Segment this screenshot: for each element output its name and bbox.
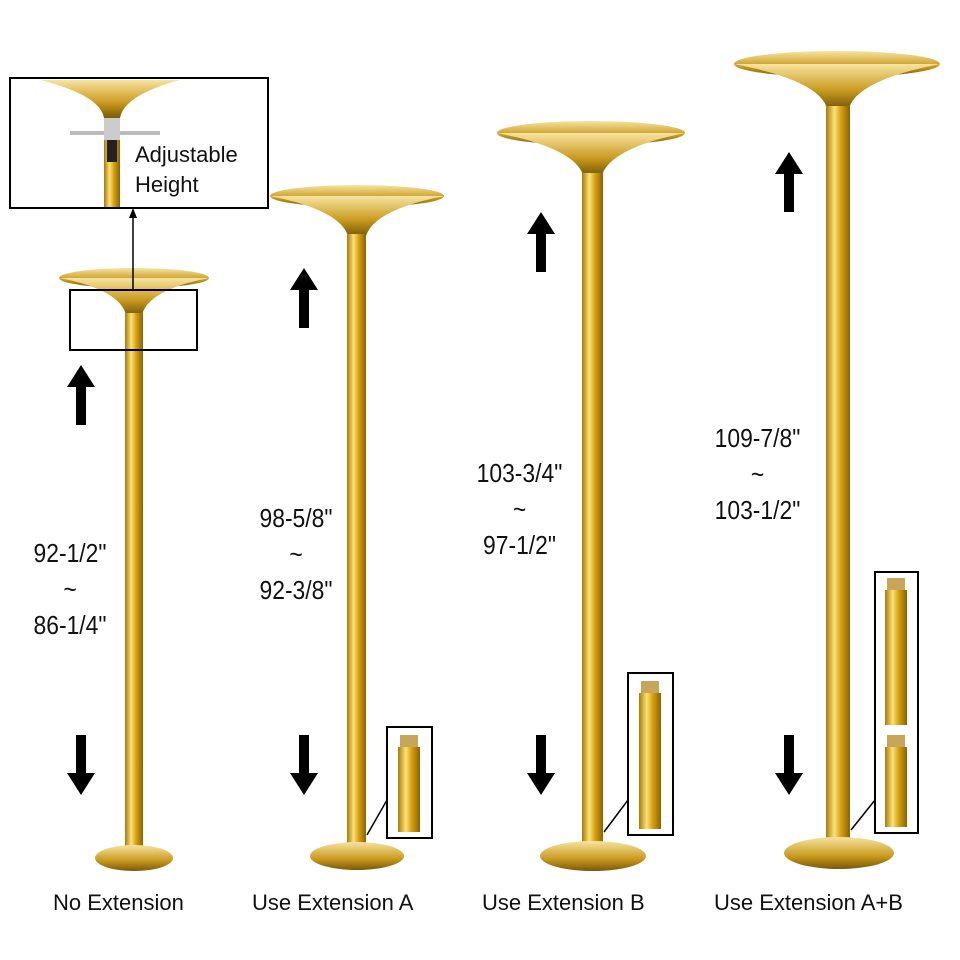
max-height: 92-1/2" <box>33 538 107 568</box>
range-separator: ~ <box>750 459 765 489</box>
height-range-no-extension: 92-1/2" ~ 86-1/4" <box>17 535 123 643</box>
adjustable-height-label: Adjustable Height <box>135 140 238 200</box>
pole-no-extension <box>59 268 209 871</box>
min-height: 103-1/2" <box>714 495 801 525</box>
range-separator: ~ <box>512 494 527 524</box>
min-height: 92-3/8" <box>259 575 333 605</box>
range-separator: ~ <box>63 574 77 604</box>
pole-extension-a-b <box>734 51 940 869</box>
adjustable-height-inset <box>9 77 269 209</box>
extension-a-b-inset <box>850 571 919 834</box>
extension-a-inset <box>366 726 433 839</box>
label-line: Adjustable <box>135 142 238 167</box>
caption-extension-b: Use Extension B <box>482 890 645 915</box>
arrow-down-icon <box>290 735 318 795</box>
arrow-down-icon <box>67 735 95 795</box>
label-line: Height <box>135 172 199 197</box>
max-height: 98-5/8" <box>259 503 333 533</box>
pole-extension-a <box>270 185 444 870</box>
arrow-down-icon <box>527 735 555 795</box>
arrow-up-icon <box>775 152 803 212</box>
extension-b-inset <box>603 672 674 836</box>
max-height: 109-7/8" <box>714 423 801 453</box>
min-height: 86-1/4" <box>33 610 107 640</box>
arrow-down-icon <box>775 735 803 795</box>
arrow-up-icon <box>527 212 555 272</box>
caption-extension-a-b: Use Extension A+B <box>714 890 903 915</box>
height-range-extension-b: 103-3/4" ~ 97-1/2" <box>460 455 579 563</box>
max-height: 103-3/4" <box>476 458 563 488</box>
range-separator: ~ <box>289 539 303 569</box>
pole-extension-b <box>497 121 685 871</box>
caption-extension-a: Use Extension A <box>252 890 414 915</box>
height-range-extension-a-b: 109-7/8" ~ 103-1/2" <box>698 420 817 528</box>
arrow-up-icon <box>67 365 95 425</box>
min-height: 97-1/2" <box>482 530 556 560</box>
height-range-extension-a: 98-5/8" ~ 92-3/8" <box>243 500 349 608</box>
arrow-up-icon <box>290 268 318 328</box>
caption-no-extension: No Extension <box>53 890 184 915</box>
